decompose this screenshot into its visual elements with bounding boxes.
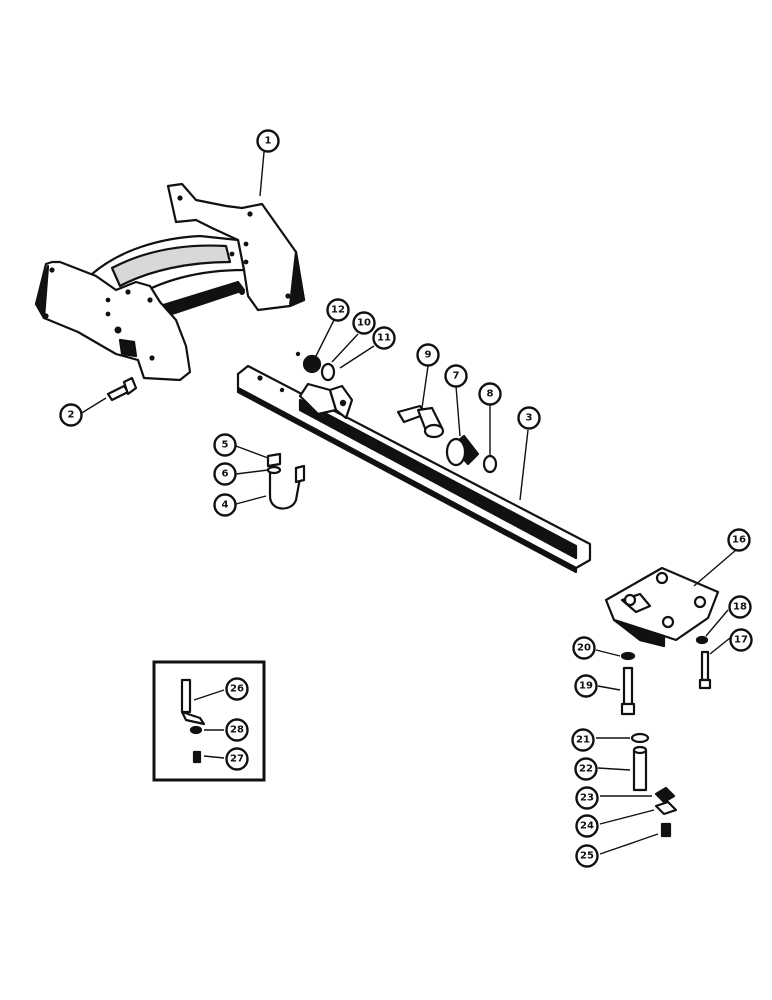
callout-25: 25 (575, 844, 599, 868)
svg-text:6: 6 (222, 469, 229, 480)
callout-18: 18 (728, 595, 752, 619)
svg-text:11: 11 (377, 333, 391, 344)
front-support-part (34, 182, 306, 382)
svg-text:25: 25 (580, 851, 594, 862)
callout-5: 5 (213, 433, 237, 457)
svg-text:18: 18 (733, 602, 747, 613)
callout-11: 11 (372, 326, 396, 350)
callout-21: 21 (571, 728, 595, 752)
callout-4: 4 (213, 493, 237, 517)
callout-2: 2 (59, 403, 83, 427)
svg-text:5: 5 (222, 440, 229, 451)
callout-23: 23 (575, 786, 599, 810)
svg-text:17: 17 (734, 635, 748, 646)
callout-6: 6 (213, 462, 237, 486)
callout-19: 19 (574, 674, 598, 698)
mounting-bracket-part (604, 566, 720, 648)
callout-27: 27 (225, 747, 249, 771)
svg-text:27: 27 (230, 754, 244, 765)
callout-28: 28 (225, 718, 249, 742)
bushing-part (445, 434, 480, 467)
svg-text:22: 22 (579, 764, 593, 775)
svg-text:20: 20 (577, 643, 591, 654)
pivot-pin-part (396, 404, 445, 439)
svg-text:2: 2 (68, 410, 75, 421)
axle-beam-part (236, 364, 592, 574)
svg-text:23: 23 (580, 793, 594, 804)
callout-7: 7 (444, 364, 468, 388)
svg-text:24: 24 (580, 821, 594, 832)
callout-22: 22 (574, 757, 598, 781)
svg-text:28: 28 (230, 725, 244, 736)
svg-text:16: 16 (732, 535, 746, 546)
svg-text:19: 19 (579, 681, 593, 692)
callout-24: 24 (575, 814, 599, 838)
bushing-set-part (295, 351, 336, 382)
callout-12: 12 (326, 298, 350, 322)
svg-text:7: 7 (453, 371, 460, 382)
svg-text:9: 9 (425, 350, 432, 361)
callout-20: 20 (572, 636, 596, 660)
callout-10: 10 (352, 311, 376, 335)
hardware-set-part (620, 635, 712, 716)
svg-text:8: 8 (487, 389, 494, 400)
svg-text:21: 21 (576, 735, 590, 746)
callout-17: 17 (729, 628, 753, 652)
svg-text:3: 3 (526, 413, 533, 424)
thrust-ring-part (482, 454, 498, 474)
callout-1: 1 (256, 129, 280, 153)
svg-text:12: 12 (331, 305, 345, 316)
callout-8: 8 (478, 382, 502, 406)
u-bolt-part (266, 452, 306, 510)
callout-9: 9 (416, 343, 440, 367)
svg-text:26: 26 (230, 684, 244, 695)
bolt-part (106, 376, 138, 402)
svg-text:10: 10 (357, 318, 371, 329)
callout-16: 16 (727, 528, 751, 552)
callout-3: 3 (517, 406, 541, 430)
svg-text:1: 1 (265, 136, 272, 147)
leader-lines (79, 151, 737, 855)
pivot-pin-lower-part (630, 732, 678, 838)
callout-26: 26 (225, 677, 249, 701)
svg-text:4: 4 (222, 500, 229, 511)
